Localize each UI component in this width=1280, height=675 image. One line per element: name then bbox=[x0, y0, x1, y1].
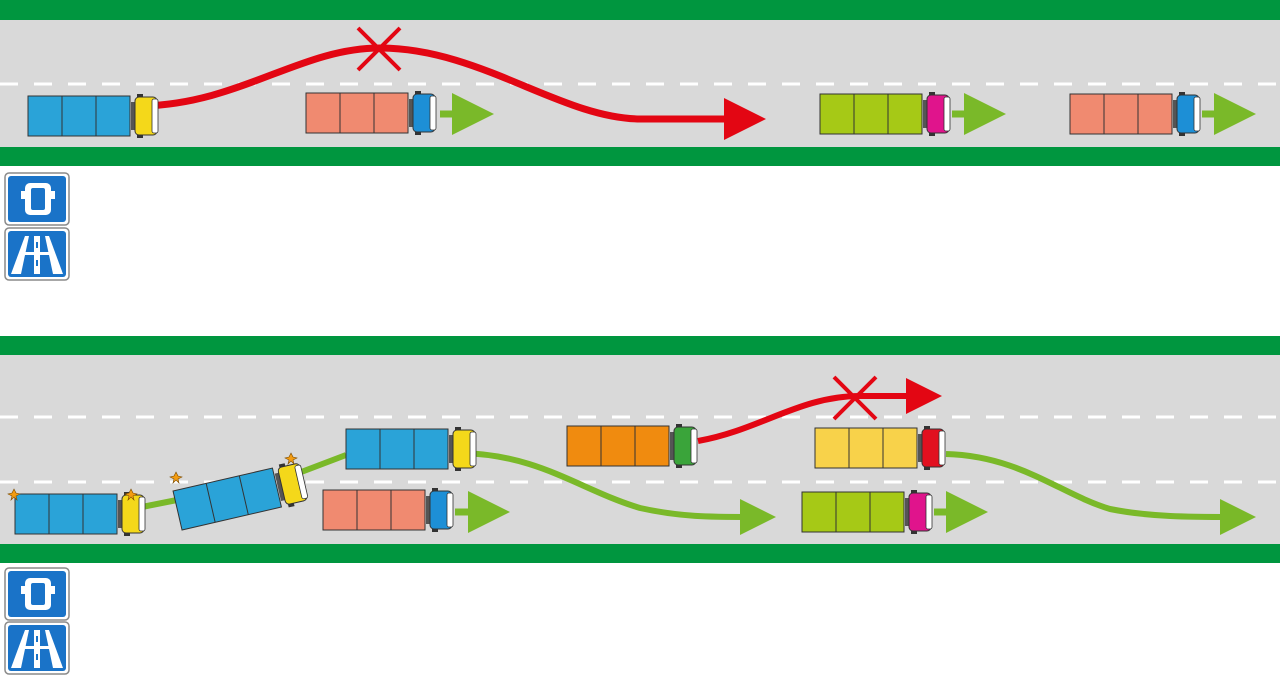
verge-top-2 bbox=[0, 336, 1280, 355]
truck-trailer bbox=[305, 92, 409, 134]
truck-cab bbox=[131, 94, 159, 138]
truck-trailer bbox=[566, 425, 670, 467]
truck bbox=[27, 94, 159, 138]
truck-cab bbox=[923, 92, 951, 136]
truck-trailer bbox=[819, 93, 923, 135]
truck-trailer bbox=[814, 427, 918, 469]
truck bbox=[172, 463, 309, 531]
truck-cab bbox=[1173, 92, 1201, 136]
truck bbox=[814, 426, 946, 470]
truck bbox=[305, 91, 437, 135]
truck-trailer bbox=[14, 493, 118, 535]
truck-trailer bbox=[801, 491, 905, 533]
truck-cab bbox=[118, 492, 146, 536]
motorway-car-icon bbox=[4, 567, 70, 621]
motorway-start-icon bbox=[4, 621, 70, 675]
verge-bottom-2 bbox=[0, 544, 1280, 563]
truck-cab bbox=[670, 424, 698, 468]
forbidden-path bbox=[697, 378, 942, 444]
truck-cab bbox=[274, 463, 309, 508]
truck bbox=[566, 424, 698, 468]
truck bbox=[801, 490, 933, 534]
truck bbox=[345, 427, 477, 471]
truck-trailer bbox=[322, 489, 426, 531]
truck bbox=[14, 492, 146, 536]
truck-trailer bbox=[345, 428, 449, 470]
truck-cab bbox=[918, 426, 946, 470]
truck bbox=[819, 92, 951, 136]
cross-icon bbox=[356, 26, 402, 72]
scene-2 bbox=[0, 336, 1280, 675]
truck-cab bbox=[905, 490, 933, 534]
hazard-light-icon bbox=[7, 452, 298, 501]
truck-trailer bbox=[27, 95, 131, 137]
truck bbox=[322, 488, 454, 532]
truck-cab bbox=[426, 488, 454, 532]
allowed-path bbox=[461, 450, 776, 535]
truck-trailer bbox=[1069, 93, 1173, 135]
motorway-car-icon bbox=[4, 172, 70, 226]
truck-cab bbox=[409, 91, 437, 135]
scene-1 bbox=[0, 0, 1280, 281]
verge-bottom-1 bbox=[0, 147, 1280, 166]
allowed-path bbox=[945, 451, 1256, 535]
truck-trailer bbox=[172, 467, 283, 531]
truck-cab bbox=[449, 427, 477, 471]
verge-top-1 bbox=[0, 0, 1280, 20]
motorway-start-icon bbox=[4, 227, 70, 281]
cross-icon bbox=[832, 375, 878, 421]
truck bbox=[1069, 92, 1201, 136]
